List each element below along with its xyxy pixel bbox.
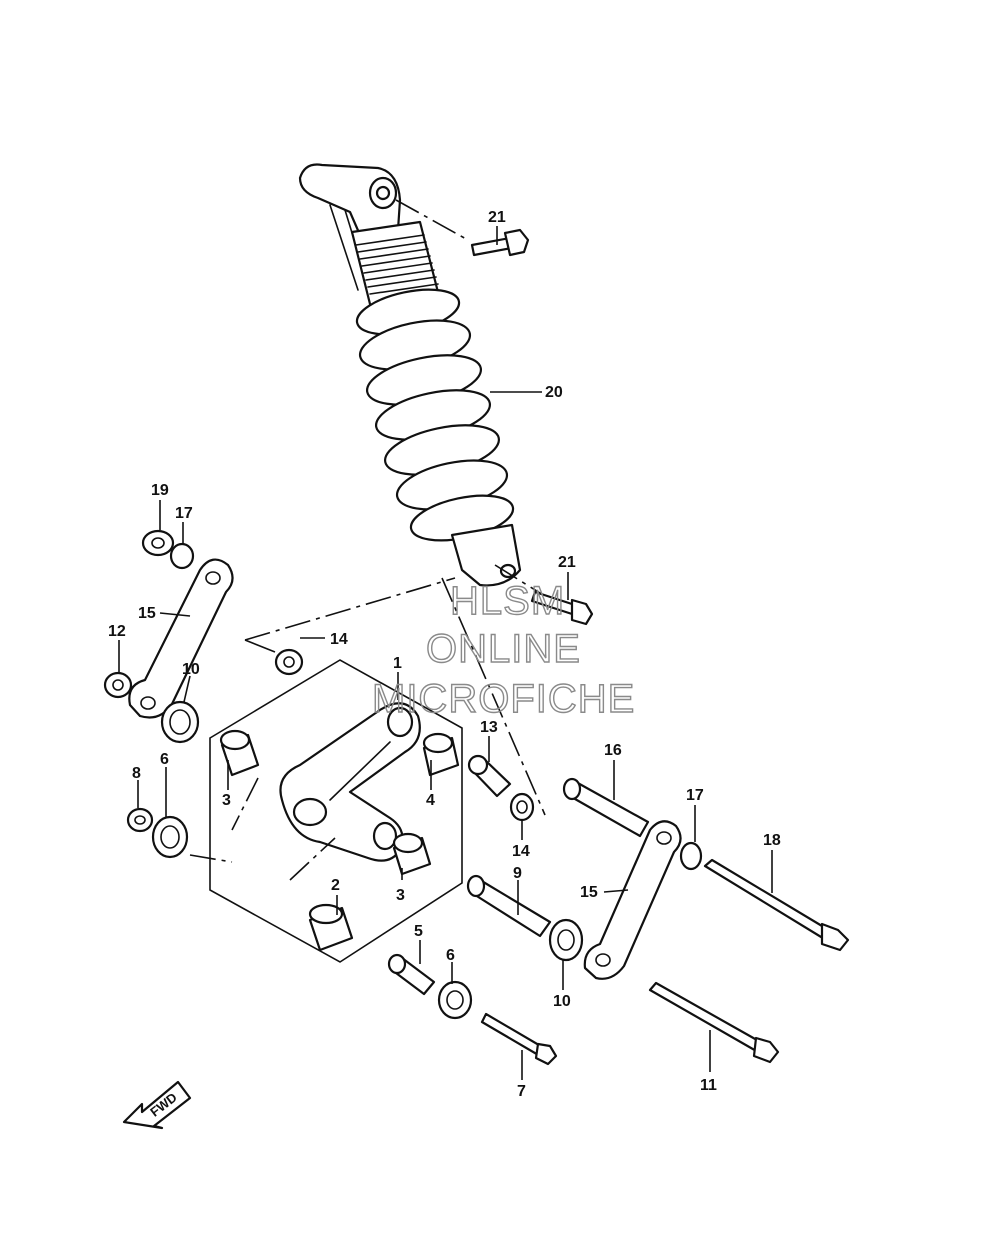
bolt-11 (648, 981, 780, 1064)
washer-14-upper (274, 648, 304, 676)
watermark-line-2: ONLINE (426, 627, 581, 671)
callout-4: 4 (426, 792, 435, 809)
collar-2 (308, 903, 354, 952)
rear-shock-absorber (298, 163, 549, 599)
cushion-lever (279, 702, 421, 862)
callout-21-lower: 21 (558, 554, 576, 571)
callout-14-lower: 14 (512, 843, 530, 860)
callout-7: 7 (517, 1083, 526, 1100)
bearing-10-left (160, 700, 200, 744)
washer-17-right (679, 841, 703, 871)
bolt-18 (703, 858, 850, 952)
leader-lines (118, 226, 773, 1080)
collar-3-left (219, 729, 260, 777)
callout-14-upper: 14 (330, 631, 348, 648)
callout-15-left: 15 (138, 605, 156, 622)
callout-20: 20 (545, 384, 563, 401)
callout-18: 18 (763, 832, 781, 849)
callout-17-left: 17 (175, 505, 193, 522)
rod-15-right (583, 820, 682, 980)
pipe-16 (562, 777, 650, 838)
assembly-outline (209, 659, 463, 963)
callout-17-right: 17 (686, 787, 704, 804)
callout-15-right: 15 (580, 884, 598, 901)
bearing-10-center (548, 918, 584, 962)
watermark: HLSM ONLINE MICROFICHE (371, 578, 635, 721)
collar-5 (387, 953, 436, 996)
watermark-line-1: HLSM (450, 579, 565, 623)
callout-11: 11 (700, 1077, 717, 1094)
nut-12 (103, 671, 133, 699)
callout-19: 19 (151, 482, 169, 499)
callout-21-upper: 21 (488, 209, 506, 226)
bearing-6-left (151, 815, 189, 859)
callout-3-left: 3 (222, 792, 231, 809)
watermark-line-3: MICROFICHE (372, 677, 635, 721)
callout-12: 12 (108, 623, 126, 640)
collar-13 (467, 754, 512, 798)
collar-3-right (392, 832, 432, 876)
callout-2: 2 (331, 877, 340, 894)
bolt-7 (480, 1012, 558, 1066)
callout-5: 5 (414, 923, 423, 940)
nut-8 (126, 807, 154, 833)
callout-13: 13 (480, 719, 498, 736)
callout-6-center: 6 (446, 947, 455, 964)
bearing-6-center (437, 980, 473, 1020)
rod-15-left (128, 558, 234, 719)
callout-1: 1 (393, 655, 402, 672)
washer-17-left (169, 542, 195, 570)
washer-14-lower (509, 792, 535, 822)
callout-6-left: 6 (160, 751, 169, 768)
callout-16: 16 (604, 742, 622, 759)
pipe-9 (466, 874, 552, 938)
callout-10-center: 10 (553, 993, 571, 1010)
callout-labels: 21 20 19 17 15 12 10 8 6 14 1 3 4 3 2 13… (108, 209, 781, 1100)
bolt-21-upper (470, 228, 530, 257)
bolt-21-lower (530, 590, 594, 626)
callout-10-left: 10 (182, 661, 200, 678)
callout-3-right: 3 (396, 887, 405, 904)
callout-9: 9 (513, 865, 522, 882)
collar-4 (422, 732, 460, 777)
nut-19 (141, 529, 175, 557)
forward-direction-arrow: FWD (122, 1080, 192, 1130)
callout-8: 8 (132, 765, 141, 782)
